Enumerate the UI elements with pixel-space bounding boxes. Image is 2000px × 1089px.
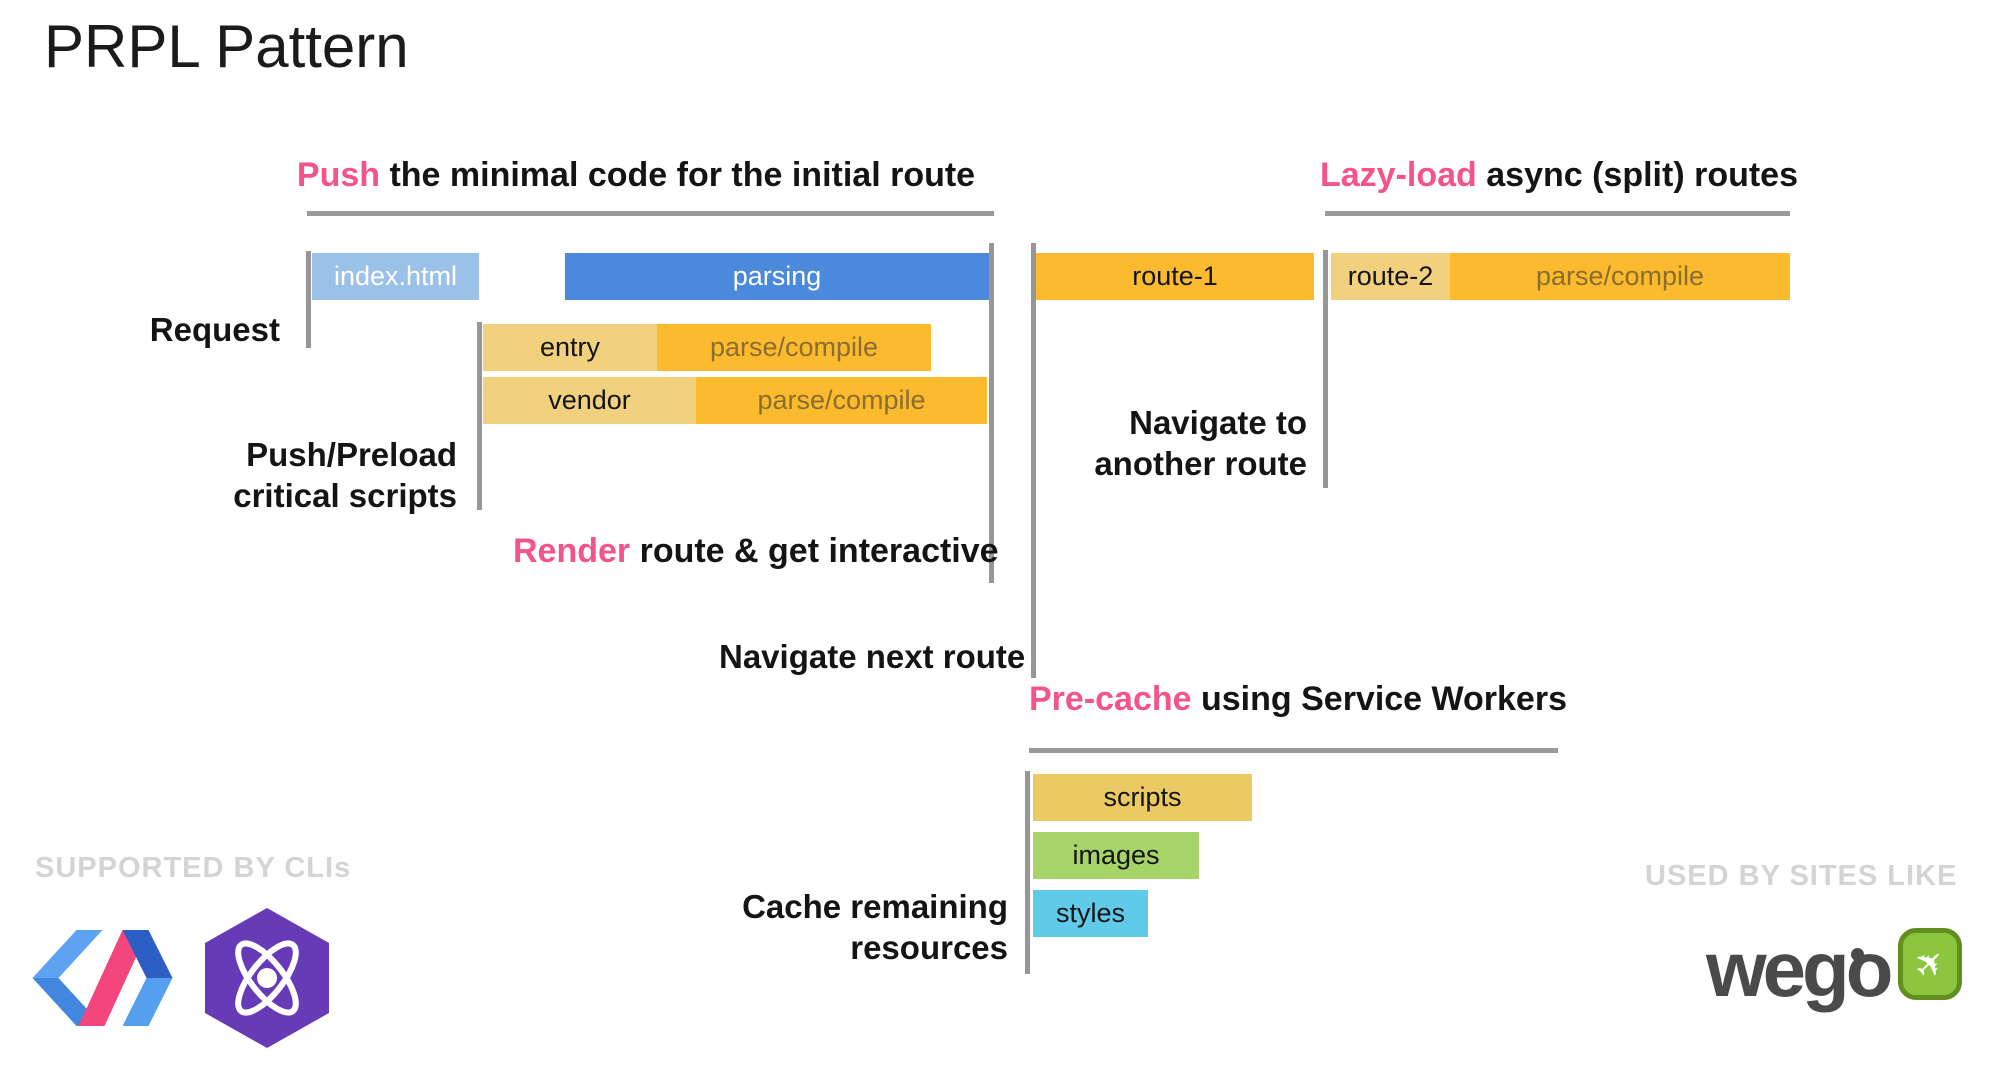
scripts-label: scripts xyxy=(1103,782,1182,812)
supported-by-clis-heading: SUPPORTED BY CLIs xyxy=(35,852,352,884)
route1-label: route-1 xyxy=(1132,261,1218,291)
push-preload-line2: critical scripts xyxy=(233,477,457,514)
images-label: images xyxy=(1072,840,1160,870)
navigate-another-label: Navigate to another route xyxy=(1057,402,1307,484)
push-highlight: Push xyxy=(296,156,381,194)
lazyload-highlight: Lazy-load xyxy=(1320,156,1477,194)
images-bar: images xyxy=(1033,832,1199,879)
index-html-label: index.html xyxy=(333,261,458,291)
cache-marker-line xyxy=(1025,771,1030,974)
styles-bar: styles xyxy=(1033,890,1148,937)
push-section-header: Push the minimal code for the initial ro… xyxy=(286,156,986,195)
request-marker-line xyxy=(306,251,311,348)
vendor-parse-compile-bar: parse/compile xyxy=(696,377,987,424)
page-title: PRPL Pattern xyxy=(44,13,409,80)
wego-badge: ✈ xyxy=(1898,928,1962,1000)
navigate-next-marker-line xyxy=(1031,243,1036,678)
used-by-sites-heading: USED BY SITES LIKE xyxy=(1645,860,1958,892)
request-label: Request xyxy=(149,311,280,348)
vendor-label: vendor xyxy=(548,385,631,415)
precache-rest: using Service Workers xyxy=(1191,680,1567,718)
push-preload-marker-line xyxy=(477,322,482,510)
parsing-label: parsing xyxy=(732,261,822,291)
styles-label: styles xyxy=(1055,898,1126,928)
push-rest: the minimal code for the initial route xyxy=(380,156,976,194)
cache-remaining-label: Cache remaining resources xyxy=(708,886,1008,968)
wego-wordmark: wego xyxy=(1706,925,1893,1013)
airplane-icon: ✈ xyxy=(1904,938,1955,989)
push-preload-label: Push/Preload critical scripts xyxy=(157,434,457,516)
cache-remaining-line2: resources xyxy=(850,929,1008,966)
vendor-bar: vendor xyxy=(483,377,696,424)
cache-remaining-line1: Cache remaining xyxy=(742,888,1008,925)
render-rest: route & get interactive xyxy=(630,532,999,570)
route2-parse-compile-label: parse/compile xyxy=(1535,261,1705,291)
vendor-parse-compile-label: parse/compile xyxy=(757,385,926,415)
route2-bar: route-2 xyxy=(1331,253,1450,300)
push-section-underline xyxy=(307,211,994,216)
route1-bar: route-1 xyxy=(1036,253,1314,300)
navigate-another-line2: another route xyxy=(1094,445,1307,482)
route2-label: route-2 xyxy=(1347,261,1434,291)
navigate-another-line1: Navigate to xyxy=(1129,404,1307,441)
entry-parse-compile-bar: parse/compile xyxy=(657,324,931,371)
lazyload-section-header: Lazy-load async (split) routes xyxy=(1320,156,1798,195)
navigate-another-marker-line xyxy=(1323,250,1328,488)
precache-section-header: Pre-cache using Service Workers xyxy=(1029,680,1567,719)
lazyload-section-underline xyxy=(1325,211,1790,216)
precache-section-underline xyxy=(1029,748,1558,753)
entry-label: entry xyxy=(539,332,601,362)
render-marker-line xyxy=(989,243,994,583)
scripts-bar: scripts xyxy=(1033,774,1252,821)
render-header: Render route & get interactive xyxy=(513,532,999,571)
render-highlight: Render xyxy=(513,532,631,570)
preact-logo-icon xyxy=(205,908,329,1048)
wego-dot xyxy=(1851,948,1864,961)
parsing-bar: parsing xyxy=(565,253,989,300)
polymer-logo-icon xyxy=(30,928,175,1028)
navigate-next-label: Navigate next route xyxy=(719,638,1026,675)
entry-parse-compile-label: parse/compile xyxy=(709,332,879,362)
push-preload-line1: Push/Preload xyxy=(246,436,457,473)
lazyload-rest: async (split) routes xyxy=(1476,156,1799,194)
route2-parse-compile-bar: parse/compile xyxy=(1450,253,1790,300)
index-html-bar: index.html xyxy=(312,253,479,300)
precache-highlight: Pre-cache xyxy=(1029,680,1192,718)
entry-bar: entry xyxy=(483,324,657,371)
